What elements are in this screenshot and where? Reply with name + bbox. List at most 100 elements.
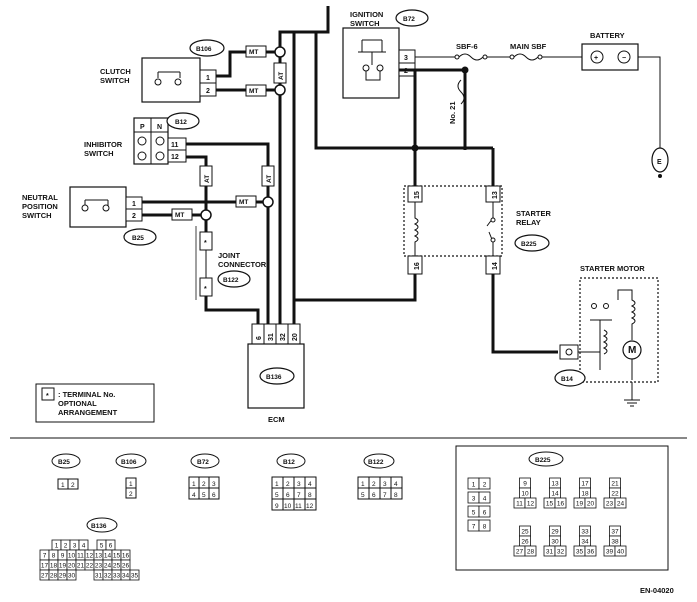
b72-v2: 2	[202, 481, 206, 488]
b136-pin-26: 26	[122, 563, 130, 570]
wiring	[292, 6, 330, 324]
b12-v1: 1	[275, 481, 279, 488]
ign-pin-3: 3	[404, 55, 408, 62]
b72-v1: 1	[192, 481, 196, 488]
b122-v6: 6	[372, 492, 376, 499]
battery-plus-icon: +	[594, 55, 598, 62]
b225-pin-13: 13	[551, 481, 559, 488]
b225-pin-12: 12	[527, 501, 535, 508]
b12-id: B12	[175, 119, 187, 126]
b225-id: B225	[521, 241, 537, 248]
b225-pin-22: 22	[611, 491, 619, 498]
b136-pin-3: 3	[73, 543, 77, 550]
clutch-pin-2: 2	[206, 88, 210, 95]
b136-pin-16: 16	[122, 553, 130, 560]
b225-pin-39: 39	[606, 549, 614, 556]
main-sbf-label: MAIN SBF	[510, 42, 547, 51]
ecm-pin-6: 6	[256, 336, 263, 340]
at-tag-2: AT	[266, 175, 273, 183]
pin-cell	[524, 545, 537, 557]
joint-star-2: *	[204, 286, 207, 293]
relay-pin-16: 16	[414, 262, 421, 270]
battery-circuit: SBF-6 MAIN SBF BATTERY + − E	[415, 31, 669, 178]
b225-pin-2: 2	[483, 482, 487, 489]
b12-v7: 7	[297, 492, 301, 499]
b72-v4: 4	[192, 492, 196, 499]
b136-pin-25: 25	[113, 563, 121, 570]
b136-pin-19: 19	[59, 563, 67, 570]
battery-label: BATTERY	[590, 31, 625, 40]
mt-tag-1: MT	[249, 49, 258, 56]
b225-pin-17: 17	[581, 481, 589, 488]
b225-pin-16: 16	[557, 501, 565, 508]
b12-view: B12 1 2 3 4 5 6 7 8 9 10 11 12	[271, 453, 317, 511]
b225-pin-8: 8	[483, 524, 487, 531]
b136-pin-27: 27	[41, 573, 49, 580]
b72-v6: 6	[212, 492, 216, 499]
b225-pin-38: 38	[611, 539, 619, 546]
b225-pin-1: 1	[472, 482, 476, 489]
ecm: 6 31 32 20 B136 ECM	[247, 323, 305, 424]
b106-view: B106 1 2	[115, 453, 147, 499]
b225-pin-3: 3	[472, 496, 476, 503]
b225-pin-19: 19	[576, 501, 584, 508]
ecm-pin-20: 20	[292, 333, 299, 341]
pin-cell	[584, 497, 597, 509]
b12-v12: 12	[306, 503, 314, 510]
b225-pin-9: 9	[523, 481, 527, 488]
fuse21-label: No. 21	[448, 101, 457, 124]
b225-pin-35: 35	[576, 549, 584, 556]
ecm-pin-32: 32	[280, 333, 287, 341]
b136-pin-1: 1	[55, 543, 59, 550]
b12-v6: 6	[286, 492, 290, 499]
b225-pin-34: 34	[581, 539, 589, 546]
neutral-pin-1: 1	[132, 201, 136, 208]
b225-pin-25: 25	[521, 529, 529, 536]
b136-pin-24: 24	[104, 563, 112, 570]
b136-pin-10: 10	[68, 553, 76, 560]
b136-view-id: B136	[91, 523, 107, 530]
starter-motor: STARTER MOTOR B14 M	[554, 264, 659, 407]
pin-cell	[584, 545, 597, 557]
starter-motor-label: STARTER MOTOR	[580, 264, 645, 273]
b136-pin-31: 31	[95, 573, 103, 580]
b122-view: B122 1 2 3 4 5 6 7 8	[357, 453, 403, 500]
b106-v2: 2	[129, 491, 133, 498]
pin-cell	[478, 491, 491, 504]
wiring-main: MT MT AT AT AT MT MT	[142, 30, 469, 324]
b12-v11: 11	[295, 503, 302, 510]
at-tag-3: AT	[204, 175, 211, 183]
ecm-pin-31: 31	[268, 333, 275, 341]
b12-v4: 4	[308, 481, 312, 488]
b25-id: B25	[132, 235, 144, 242]
b12-view-id: B12	[283, 459, 295, 466]
b225-pin-27: 27	[516, 549, 524, 556]
b225-pin-32: 32	[557, 549, 565, 556]
b225-pin-37: 37	[611, 529, 619, 536]
b136-pin-14: 14	[104, 553, 112, 560]
b12-v10: 10	[284, 503, 292, 510]
battery-minus-icon: −	[622, 55, 626, 62]
b225-pin-6: 6	[483, 510, 487, 517]
motor-m: M	[628, 345, 636, 356]
b136-pin-34: 34	[122, 573, 130, 580]
b225-pin-29: 29	[551, 529, 559, 536]
b72-v3: 3	[212, 481, 216, 488]
relay-pin-13: 13	[492, 191, 499, 199]
b136-pin-33: 33	[113, 573, 121, 580]
pin-cell	[524, 497, 537, 509]
pin-cell	[66, 569, 77, 581]
b25-view-id: B25	[58, 459, 70, 466]
b136-id: B136	[266, 374, 282, 381]
b25-v1: 1	[61, 482, 65, 489]
b136-pin-8: 8	[52, 553, 56, 560]
b136-pin-18: 18	[50, 563, 58, 570]
mt-tag-3: MT	[239, 199, 248, 206]
